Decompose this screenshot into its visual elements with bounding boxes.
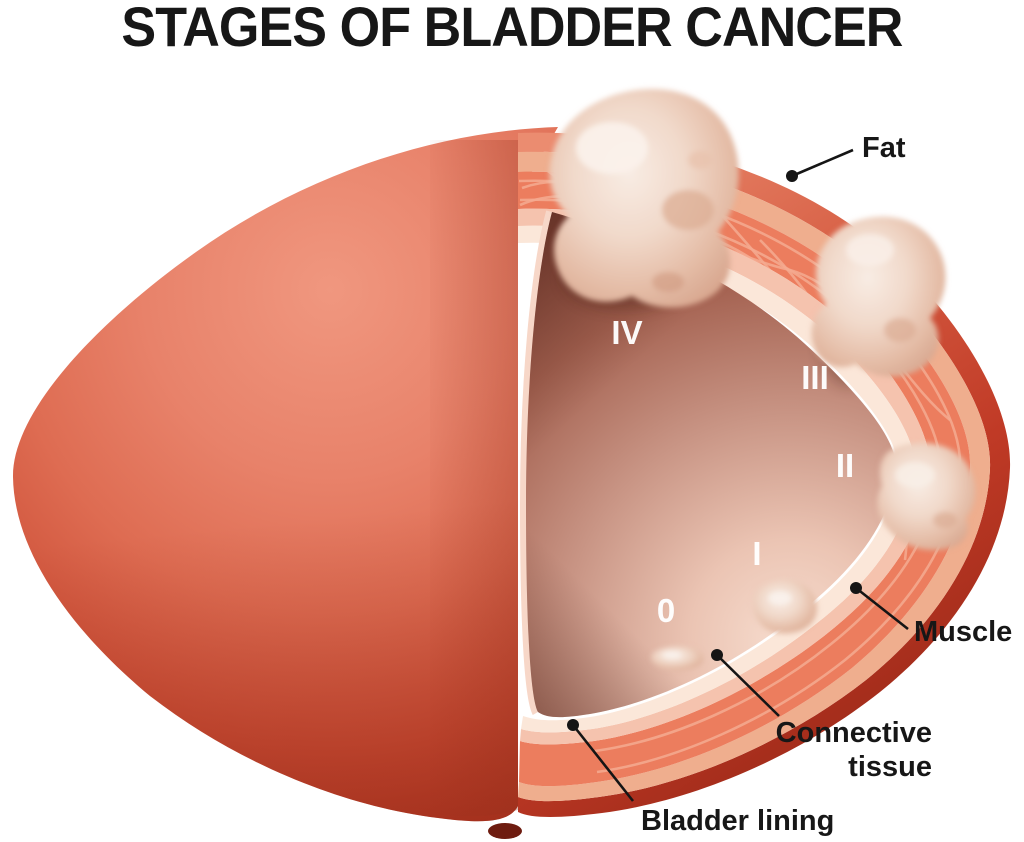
tumor-stage-2 <box>877 442 976 551</box>
fat-leader-dot <box>786 170 798 182</box>
bladder-exterior <box>12 127 558 839</box>
tumors <box>549 89 976 671</box>
stage-1-numeral: I <box>752 535 761 572</box>
page-title: STAGES OF BLADDER CANCER <box>0 0 1024 59</box>
muscle-leader-dot <box>850 582 862 594</box>
fat-label: Fat <box>862 132 906 164</box>
bladder-neck-stub <box>488 823 522 839</box>
fat-leader-line <box>791 148 854 178</box>
page-title-text: STAGES OF BLADDER CANCER <box>121 0 903 58</box>
bladder-exterior-cut-shade <box>430 140 518 817</box>
tumor-stage-4 <box>549 89 739 308</box>
tumor-stage-3 <box>811 216 946 377</box>
connective-tissue-leader-line <box>716 654 780 717</box>
bladder-lining-leader-line <box>571 724 635 802</box>
connective-tissue-label-line2: tissue <box>848 751 932 783</box>
connective-tissue-annotation: Connective tissue <box>711 649 932 783</box>
muscle-leader-line <box>855 586 909 631</box>
connective-tissue-leader-dot <box>711 649 723 661</box>
stage-2-numeral: II <box>836 447 854 484</box>
stage-numerals: IV III II I 0 <box>611 314 854 629</box>
annotations: Fat Muscle Connective tissue Bladder lin… <box>567 132 1012 837</box>
tumor-stage-1 <box>753 579 817 634</box>
stage-4-numeral: IV <box>611 314 642 351</box>
muscle-label: Muscle <box>914 616 1012 648</box>
muscle-annotation: Muscle <box>850 582 1012 648</box>
bladder-lining-annotation: Bladder lining <box>567 719 834 837</box>
stage-3-numeral: III <box>801 359 829 396</box>
bladder-lining-leader-dot <box>567 719 579 731</box>
fat-annotation: Fat <box>786 132 906 182</box>
connective-tissue-label-line1: Connective <box>776 717 932 749</box>
stage-0-numeral: 0 <box>657 592 675 629</box>
bladder-exterior-bottom-shade <box>12 127 558 822</box>
tumor-stage-0 <box>651 646 704 671</box>
bladder-lining-label: Bladder lining <box>641 805 834 837</box>
